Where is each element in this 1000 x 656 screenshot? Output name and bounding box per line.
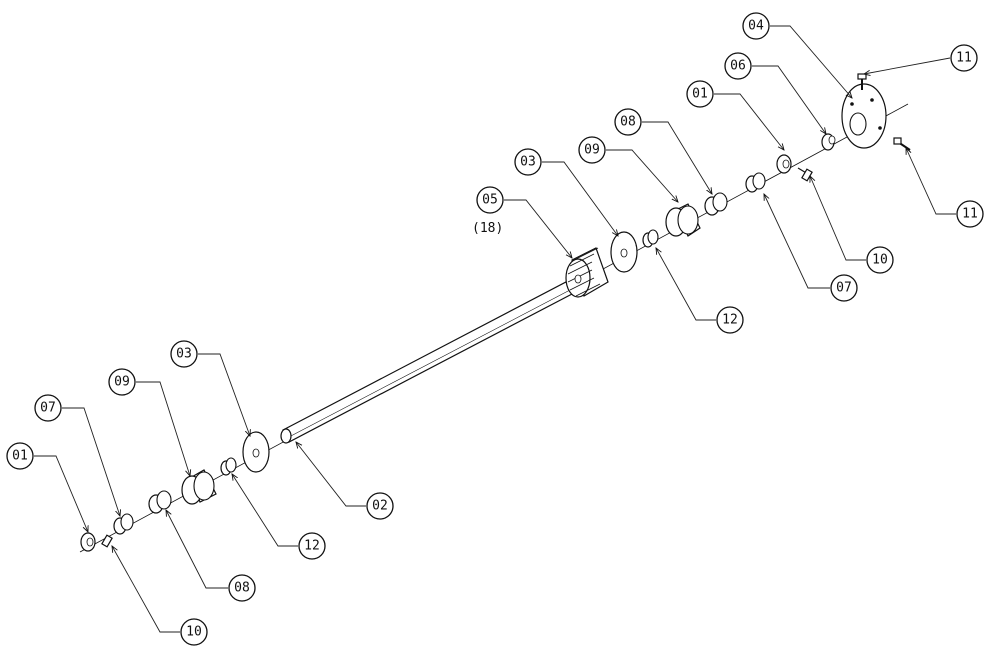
svg-text:10: 10 <box>186 625 202 640</box>
balloon-04: 04 <box>742 12 770 40</box>
balloon-07-right: 07 <box>830 274 858 302</box>
tooth-count-note: (18) <box>472 221 503 236</box>
balloon-11-top: 11 <box>950 44 978 72</box>
svg-text:03: 03 <box>520 155 536 170</box>
collar-clamp-right <box>776 154 809 175</box>
svg-text:12: 12 <box>722 313 738 328</box>
balloon-12-right: 12 <box>716 306 744 334</box>
balloon-01-right: 01 <box>686 80 714 108</box>
screw-left <box>101 534 113 548</box>
gear <box>565 247 609 298</box>
svg-text:02: 02 <box>372 499 388 514</box>
svg-text:01: 01 <box>692 87 708 102</box>
balloon-03-left: 03 <box>170 340 198 368</box>
balloon-06: 06 <box>724 52 752 80</box>
svg-text:09: 09 <box>584 143 600 158</box>
bushing-left-small <box>113 513 134 535</box>
bushing-right-small <box>745 172 766 193</box>
balloon-09-right: 09 <box>578 136 606 164</box>
shaft <box>280 281 573 444</box>
bushing-right <box>704 192 728 216</box>
bearing-right <box>665 203 701 237</box>
flange-mount <box>841 83 887 149</box>
bearing-left <box>181 469 217 505</box>
balloon-10-left: 10 <box>180 618 208 646</box>
screw-flange-side <box>893 137 911 151</box>
balloon-08-right: 08 <box>614 108 642 136</box>
svg-text:09: 09 <box>114 375 130 390</box>
collar-left <box>220 457 237 476</box>
svg-text:12: 12 <box>304 539 320 554</box>
svg-text:01: 01 <box>12 449 28 464</box>
svg-text:06: 06 <box>730 59 746 74</box>
balloon-08-left: 08 <box>228 574 256 602</box>
balloon-09-left: 09 <box>108 368 136 396</box>
balloon-07-left: 07 <box>34 394 62 422</box>
balloon-03-right: 03 <box>514 148 542 176</box>
svg-text:05: 05 <box>482 193 498 208</box>
svg-text:07: 07 <box>40 401 56 416</box>
svg-text:11: 11 <box>962 207 978 222</box>
washer-left <box>242 431 270 473</box>
balloon-05: 05 <box>476 186 504 214</box>
svg-text:11: 11 <box>956 51 972 66</box>
collar-clamp-left <box>80 532 96 552</box>
screw-flange-top <box>857 73 867 90</box>
svg-text:03: 03 <box>176 347 192 362</box>
balloon-12-left: 12 <box>298 532 326 560</box>
washer-right <box>610 231 638 273</box>
svg-text:08: 08 <box>620 115 636 130</box>
clamp-collar <box>821 133 836 151</box>
svg-text:04: 04 <box>748 19 764 34</box>
bushing-left <box>148 490 172 514</box>
svg-text:07: 07 <box>836 281 852 296</box>
balloon-01-left: 01 <box>6 442 34 470</box>
leader-lines <box>34 25 956 633</box>
svg-text:08: 08 <box>234 581 250 596</box>
balloon-02: 02 <box>366 492 394 520</box>
collar-right <box>642 229 659 248</box>
balloon-11-side: 11 <box>956 200 984 228</box>
balloon-10-right: 10 <box>866 246 894 274</box>
svg-text:10: 10 <box>872 253 888 268</box>
